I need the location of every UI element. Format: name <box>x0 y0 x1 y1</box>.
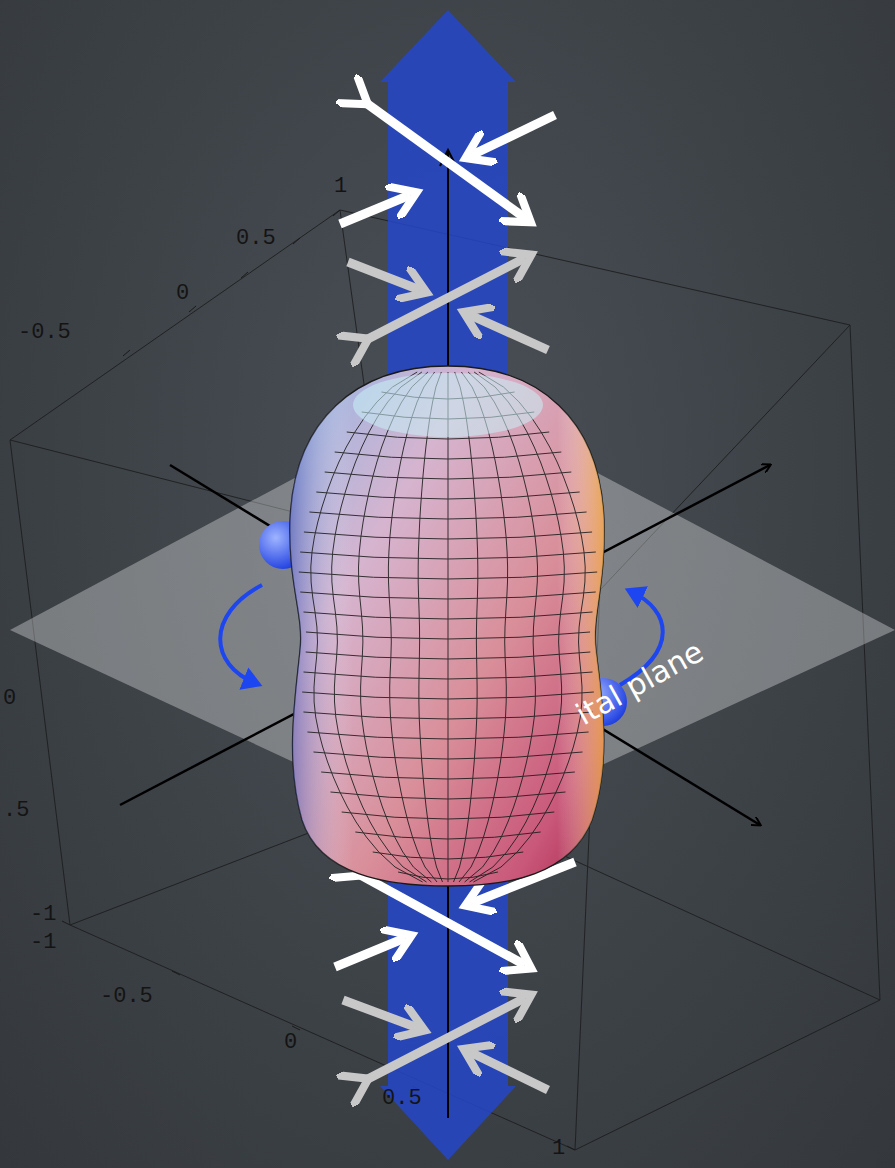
surface-meridian <box>359 372 432 882</box>
axis-tick-label: 0 <box>176 283 189 305</box>
axis-tick-label: -0.5 <box>100 986 153 1008</box>
surface-meridian <box>465 372 538 882</box>
axis-tick-label: 1 <box>334 176 347 198</box>
surface-meridian <box>332 372 427 882</box>
axis-tick-label: 1 <box>552 1138 565 1160</box>
axis-tick-label: 0.5 <box>382 1088 422 1110</box>
axis-tick-label: -1 <box>30 932 56 954</box>
surface-meridian <box>388 372 437 882</box>
surface-meridian <box>418 372 442 882</box>
axis-tick-label: -1 <box>30 904 56 926</box>
axis-tick-label: .5 <box>3 800 29 822</box>
surface-meridian <box>311 372 423 882</box>
surface-meridian <box>448 372 449 882</box>
surface-meridian <box>459 372 508 882</box>
axis-tick-label: -0.5 <box>18 322 71 344</box>
axis-tick-label: 0 <box>284 1032 297 1054</box>
axis-tick-label: 0.5 <box>236 228 276 250</box>
surface-meridian <box>454 372 478 882</box>
surface-meridian <box>473 372 585 882</box>
axis-tick-label: 0 <box>3 688 16 710</box>
